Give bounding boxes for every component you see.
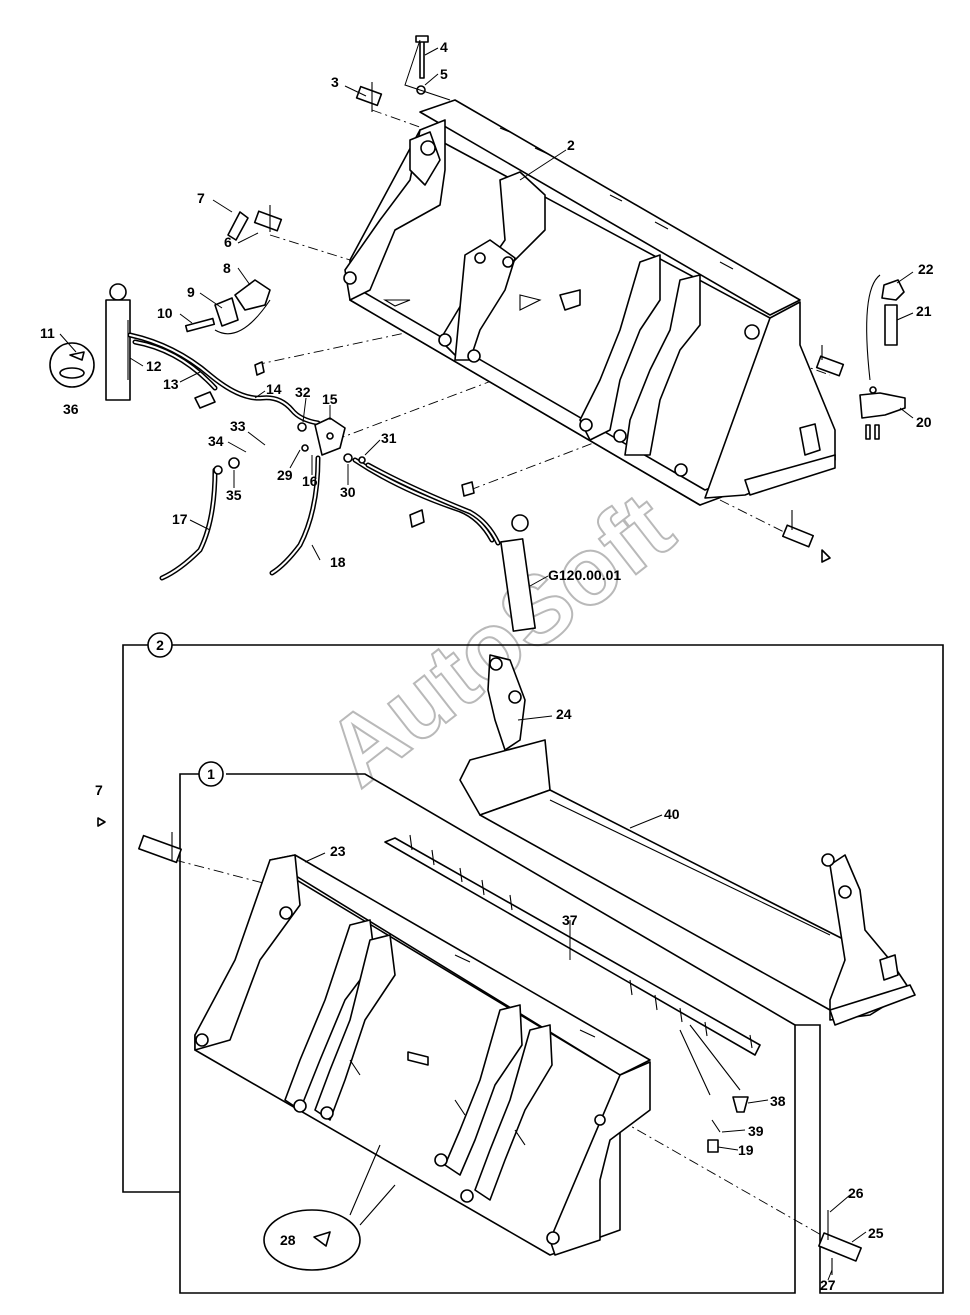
variant-2-frame	[170, 644, 944, 1294]
cylinder-left	[49, 283, 131, 401]
callout-40: 40	[664, 806, 680, 822]
callout-33: 33	[230, 418, 246, 434]
callout-26: 26	[848, 1185, 864, 1201]
callout-31: 31	[381, 430, 397, 446]
callout-36: 36	[63, 401, 79, 417]
cylinder-right	[500, 514, 536, 632]
callout-18: 18	[330, 554, 346, 570]
callout-6: 6	[224, 234, 232, 250]
clamp-group	[184, 211, 271, 335]
callout-22: 22	[918, 261, 934, 277]
callout-24: 24	[556, 706, 572, 722]
callout-9: 9	[187, 284, 195, 300]
variant-1-badge	[198, 761, 224, 787]
callout-4: 4	[440, 39, 448, 55]
variant-1-frame	[179, 773, 796, 1294]
callout-21: 21	[916, 303, 932, 319]
pin-group-top	[253, 35, 845, 563]
bucket-variant-1	[194, 854, 651, 1256]
callout-8: 8	[223, 260, 231, 276]
callout-28: 28	[280, 1232, 296, 1248]
callout-27: 27	[820, 1277, 836, 1293]
bucket-assembly-top	[343, 99, 836, 506]
callout-39: 39	[748, 1123, 764, 1139]
reference-code: G120.00.01	[548, 567, 621, 583]
callout-29: 29	[277, 467, 293, 483]
callout-labels: 2 3 4 5 6 7 8 9 10 11 12 13 14 15 16 17 …	[40, 39, 934, 1293]
callout-32: 32	[295, 384, 311, 400]
callout-30: 30	[340, 484, 356, 500]
callout-20: 20	[916, 414, 932, 430]
callout-19: 19	[738, 1142, 754, 1158]
callout-14: 14	[266, 381, 282, 397]
callout-11: 11	[40, 325, 55, 341]
manifold-block	[194, 361, 475, 528]
callout-3: 3	[331, 74, 339, 90]
callout-17: 17	[172, 511, 188, 527]
variant-2-badge-label: 2	[156, 637, 164, 653]
bucket-variant-2	[459, 654, 916, 1026]
callout-25: 25	[868, 1225, 884, 1241]
callout-37: 37	[562, 912, 578, 928]
leader-lines	[59, 39, 914, 1281]
hydraulic-hoses	[127, 332, 501, 581]
callout-10: 10	[157, 305, 173, 321]
tooth-assembly	[859, 274, 906, 440]
callout-2: 2	[567, 137, 575, 153]
callout-7: 7	[197, 190, 205, 206]
callout-23: 23	[330, 843, 346, 859]
pin-group-bottom	[97, 817, 862, 1275]
callout-38: 38	[770, 1093, 786, 1109]
callout-15: 15	[322, 391, 338, 407]
callout-35: 35	[226, 487, 242, 503]
callout-13: 13	[163, 376, 179, 392]
variant-1-badge-label: 1	[207, 766, 215, 782]
callout-12: 12	[146, 358, 162, 374]
variant-2-frame-left	[122, 644, 180, 1193]
callout-16: 16	[302, 473, 318, 489]
cutting-edge	[384, 834, 761, 1153]
callout-34: 34	[208, 433, 224, 449]
callout-7-second: 7	[95, 782, 103, 798]
callout-5: 5	[440, 66, 448, 82]
variant-2-badge	[147, 632, 173, 658]
